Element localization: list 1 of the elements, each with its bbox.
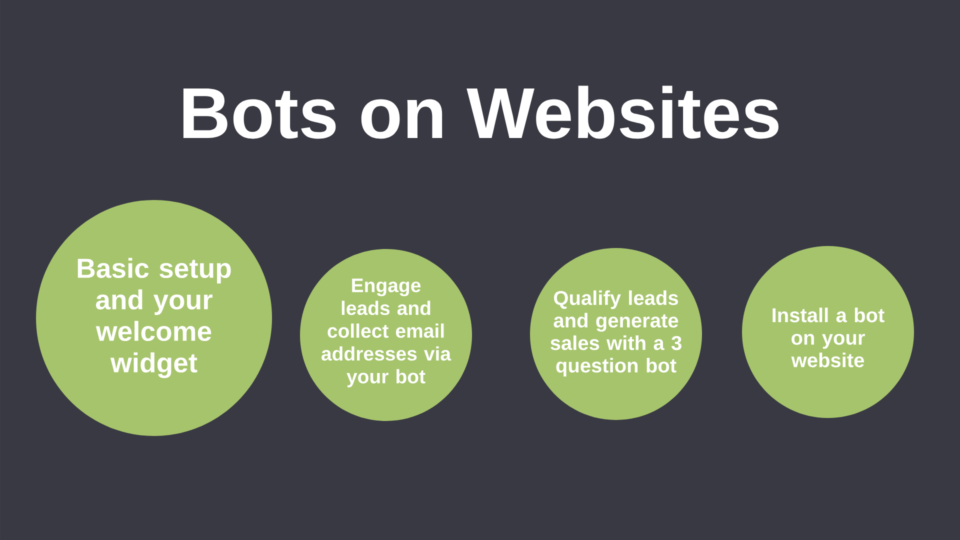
slide-title: Bots on Websites [183, 86, 778, 139]
